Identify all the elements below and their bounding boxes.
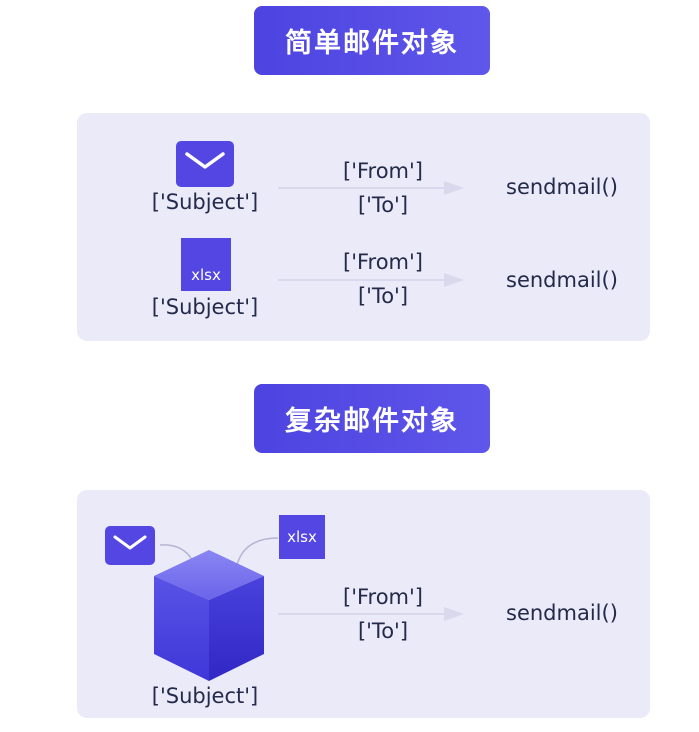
- sendmail-method: sendmail(): [506, 268, 618, 292]
- xlsx-file-icon: xlsx: [181, 238, 231, 291]
- sendmail-method: sendmail(): [506, 175, 618, 199]
- sendmail-method: sendmail(): [506, 601, 618, 625]
- to-field-label: ['To']: [357, 193, 409, 217]
- arrow-icon: [278, 607, 464, 621]
- subject-label: ['Subject']: [151, 190, 259, 214]
- xlsx-file-icon: xlsx: [279, 515, 325, 559]
- arrow-icon: [278, 273, 464, 287]
- from-field-label: ['From']: [343, 585, 423, 609]
- complex-mail-object-title: 复杂邮件对象: [254, 384, 490, 453]
- arrow-icon: [278, 181, 464, 195]
- xlsx-label: xlsx: [287, 528, 317, 546]
- from-field-label: ['From']: [343, 250, 423, 274]
- subject-label: ['Subject']: [151, 295, 259, 319]
- subject-label: ['Subject']: [151, 684, 259, 708]
- cube-icon: [154, 550, 264, 681]
- to-field-label: ['To']: [357, 619, 409, 643]
- xlsx-label: xlsx: [191, 265, 221, 284]
- from-field-label: ['From']: [343, 159, 423, 183]
- simple-mail-panel: [77, 113, 650, 341]
- simple-mail-object-title: 简单邮件对象: [254, 6, 490, 75]
- to-field-label: ['To']: [357, 284, 409, 308]
- envelope-icon: [176, 141, 234, 187]
- envelope-icon: [105, 526, 155, 565]
